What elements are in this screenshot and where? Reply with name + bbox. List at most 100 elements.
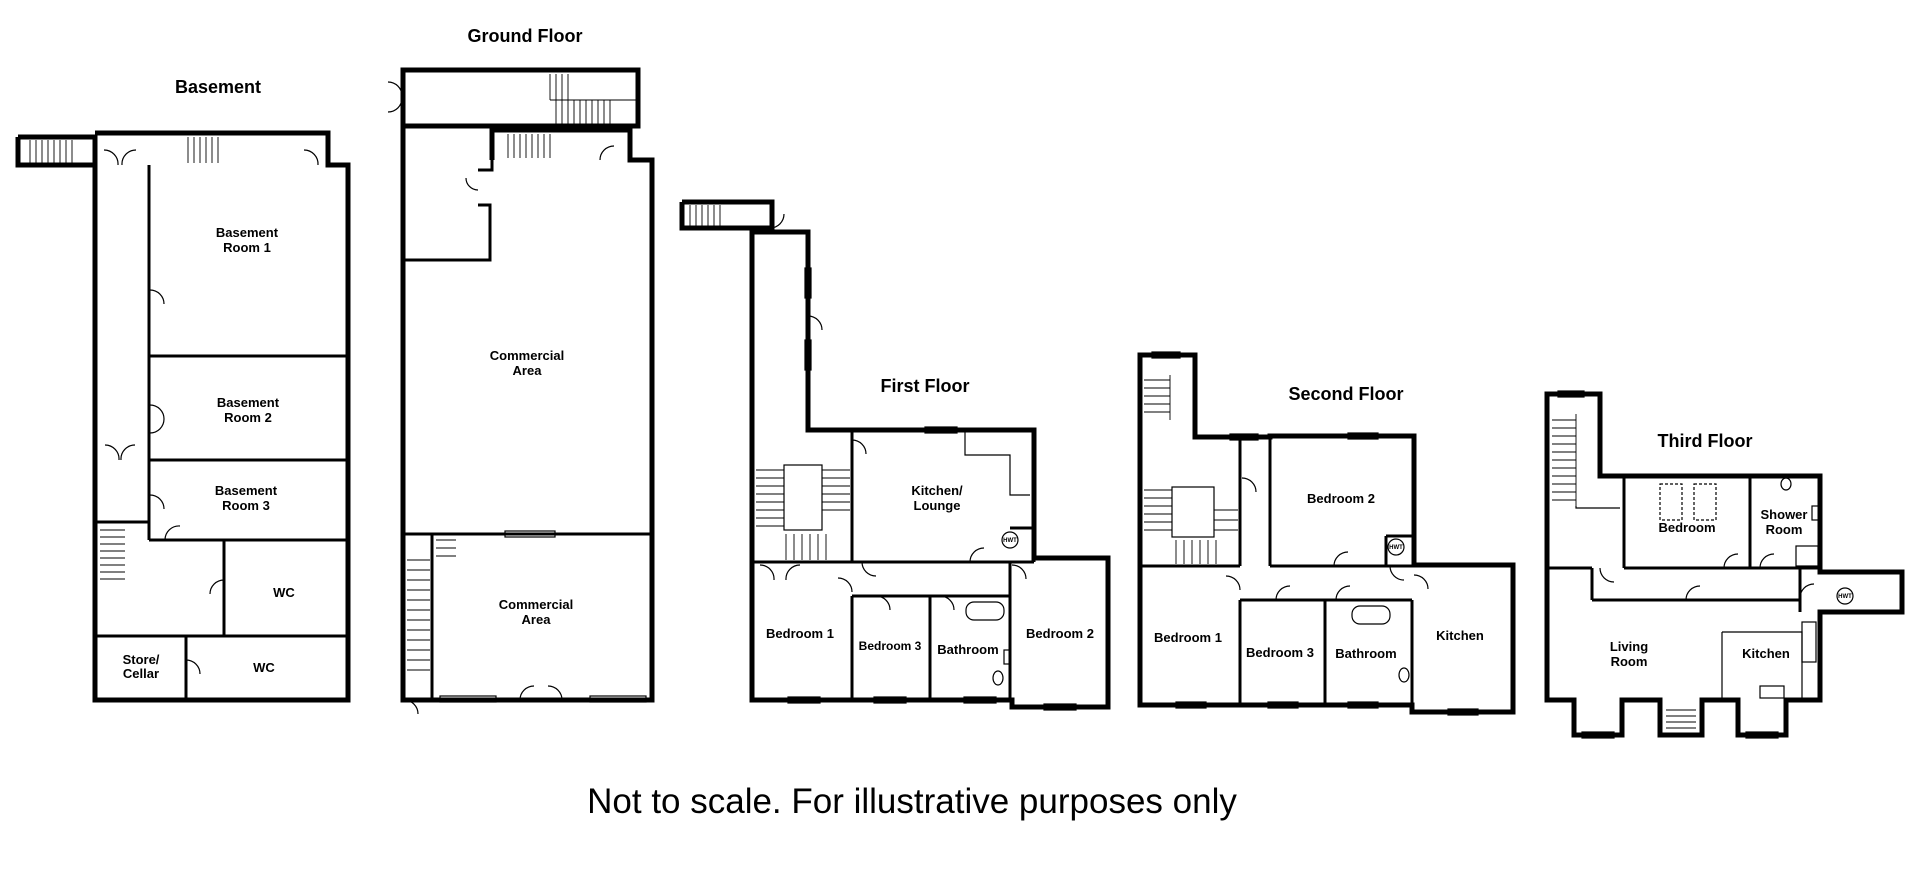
first-bathroom-label: Bathroom (937, 642, 998, 657)
third-skylight-2 (1693, 483, 1717, 521)
first-bath-icon (965, 601, 1005, 621)
second-landing-window (1229, 433, 1259, 441)
third-shower-tray-icon (1795, 545, 1819, 567)
third-toilet-icon (1780, 477, 1792, 491)
second-bathroom-door-icon (1335, 585, 1351, 601)
first-main-stairs (756, 464, 850, 560)
basement-wc2-label: WC (253, 660, 275, 675)
third-stairs (1552, 414, 1620, 509)
basement-wc1-label: WC (273, 585, 295, 600)
first-bedroom1-window (787, 696, 821, 704)
second-floor-title: Second Floor (1288, 384, 1403, 404)
ground-entrance-door-icon (387, 81, 403, 113)
second-bedroom2-door-icon (1333, 551, 1349, 567)
first-hwt-label: HWT (1003, 538, 1017, 544)
basement-title: Basement (175, 77, 261, 97)
basement-room2-door-icon (149, 404, 165, 434)
ground-stair-door-icon (599, 145, 615, 161)
basement-side-stairs (100, 529, 125, 580)
first-bedroom3-window (873, 696, 907, 704)
third-hob-icon (1801, 621, 1817, 663)
ground-side-door-icon (403, 699, 419, 715)
first-hwt-icon (1001, 531, 1019, 549)
first-kitchen-units (964, 432, 1030, 496)
first-floor-title: First Floor (881, 376, 970, 396)
ground-shopfront-door-icon (519, 685, 563, 701)
first-bedroom1-label: Bedroom 1 (766, 626, 834, 641)
first-hall-door-icon (861, 561, 877, 577)
third-hwt-door-icon (1799, 583, 1815, 599)
disclaimer-note: Not to scale. For illustrative purposes … (587, 782, 1237, 821)
third-bedroom-door-icon (1723, 553, 1739, 569)
first-landing-door-icon (807, 315, 823, 331)
third-kitchen-units (1721, 631, 1803, 700)
second-bath-icon (1351, 605, 1391, 625)
third-skylight-1 (1659, 483, 1683, 521)
ground-outer-wall (400, 67, 655, 703)
first-bathroom-window (963, 696, 997, 704)
ground-front-window-1 (439, 695, 497, 703)
second-bedroom2-label: Bedroom 2 (1307, 491, 1375, 506)
third-kitchen-bay-window (1745, 731, 1779, 739)
ground-floor-plan: Ground Floor (387, 26, 655, 715)
first-bedroom2-window (1043, 703, 1077, 711)
basement-inner-stairs-top (187, 137, 219, 163)
second-stair-window (1151, 351, 1181, 359)
ground-inner-partition (403, 160, 494, 262)
third-bedroom-label: Bedroom (1658, 520, 1715, 535)
ground-entrance-stairs (549, 74, 636, 124)
third-living-bay-window (1581, 731, 1615, 739)
first-bedroom2-label: Bedroom 2 (1026, 626, 1094, 641)
first-basin-icon (1003, 649, 1011, 665)
basement-store-door-icon (185, 659, 201, 675)
ground-side-stairs (407, 539, 456, 671)
second-bathroom-window (1347, 701, 1379, 709)
first-bedroom2-door-icon (1011, 564, 1027, 580)
third-basin-icon (1811, 505, 1821, 521)
basement-outer-wall (15, 130, 351, 703)
third-bay-stairs (1666, 709, 1696, 729)
basement-floor-plan: Basement (15, 77, 351, 703)
second-main-stairs (1144, 486, 1238, 564)
ground-inner-stairs (507, 134, 551, 158)
second-bedroom3-door-icon (1275, 585, 1291, 601)
second-floor-plan: Second Floor (1137, 351, 1516, 716)
third-sink-icon (1759, 685, 1785, 699)
second-hwt-door-icon (1389, 565, 1405, 581)
third-hwt-icon (1836, 587, 1854, 605)
ground-internal-window (504, 530, 556, 538)
ground-cupboard-door-icon (465, 177, 479, 191)
second-bedroom2-window (1347, 432, 1379, 440)
third-living-door-icon (1685, 585, 1701, 601)
second-bedroom1-label: Bedroom 1 (1154, 630, 1222, 645)
second-bedroom2-side-door-icon (1241, 477, 1257, 493)
second-hwt-label: HWT (1389, 545, 1403, 551)
first-left-window-1 (804, 267, 812, 299)
ground-floor-title: Ground Floor (468, 26, 583, 46)
second-bathroom-label: Bathroom (1335, 646, 1396, 661)
basement-double-door-icon (103, 149, 137, 166)
first-bathroom-door-icon (939, 595, 955, 611)
second-hwt-icon (1387, 538, 1405, 556)
first-kitchen-door-icon (851, 439, 867, 455)
third-kitchen-label: Kitchen (1742, 646, 1790, 661)
third-shower-door-icon (1759, 553, 1775, 569)
third-stair-window (1557, 390, 1585, 398)
basement-hall-door-icon (164, 525, 181, 541)
third-hwt-label: HWT (1838, 594, 1852, 600)
ground-front-window-2 (589, 695, 647, 703)
second-toilet-icon (1398, 667, 1410, 683)
basement-corridor-door-icon (104, 444, 136, 461)
basement-door-icon (303, 149, 319, 166)
first-bedroom1-door-icon (759, 564, 801, 581)
second-kitchen-label: Kitchen (1436, 628, 1484, 643)
third-landing-door-icon (1599, 567, 1615, 583)
first-kitchen-window (924, 426, 958, 434)
third-outer-wall (1544, 391, 1905, 738)
first-bedroom1-side-door-icon (837, 577, 853, 593)
